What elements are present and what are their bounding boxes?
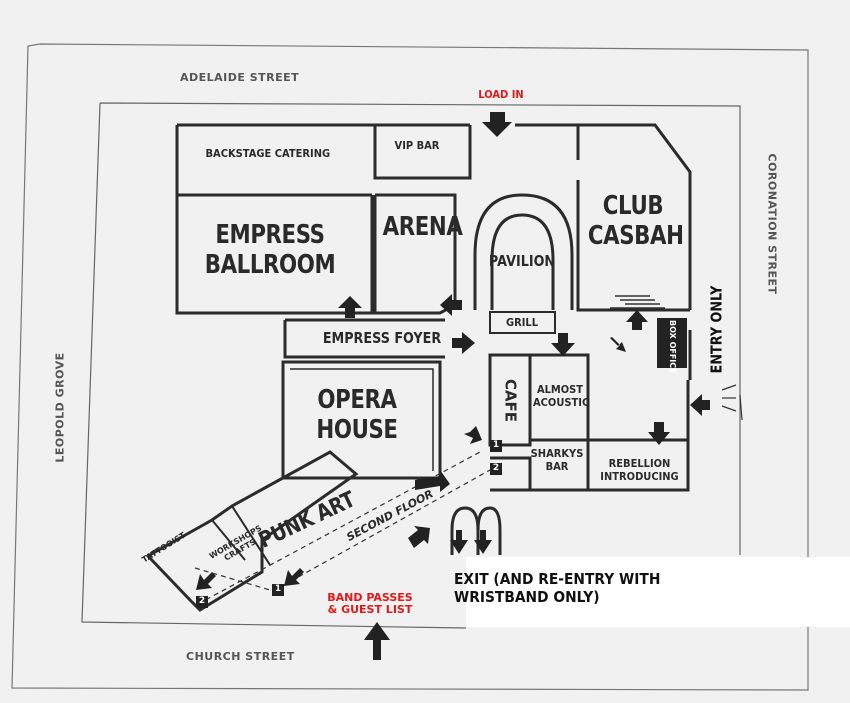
label-backstage-catering: BACKSTAGE CATERING — [205, 147, 331, 160]
arrow-rebellion — [648, 422, 670, 445]
label-empress-ballroom: EMPRESS BALLROOM — [204, 220, 336, 280]
label-opera-house: OPERA HOUSE — [304, 387, 411, 443]
label-grill: GRILL — [505, 316, 539, 329]
casbah-line-2: CASBAH — [587, 221, 684, 251]
acoustic-line-2: ACOUSTIC — [533, 396, 590, 409]
sharkys-line-1: SHARKYS — [530, 447, 584, 460]
arrow-arena — [440, 294, 462, 316]
box-office-block — [657, 318, 687, 368]
entry-marker — [721, 384, 743, 421]
street-boundary — [11, 43, 809, 691]
label-exit: EXIT (AND RE-ENTRY WITH WRISTBAND ONLY) — [454, 570, 661, 606]
rebellion-line-1: REBELLION — [608, 457, 671, 470]
arrow-stair — [284, 568, 304, 586]
label-sharkys-bar: SHARKYS BAR — [528, 448, 586, 472]
opera-line-2: HOUSE — [316, 415, 398, 445]
site-outline — [81, 102, 741, 629]
floor-marker-4: 2 — [198, 596, 206, 606]
arrow-load-in — [482, 112, 512, 137]
label-club-casbah: CLUB CASBAH — [587, 191, 684, 251]
arrow-cafe-in — [551, 333, 575, 356]
arrow-casbah — [626, 310, 648, 330]
arrow-ballroom — [338, 296, 362, 318]
exit-label-panel — [466, 557, 850, 627]
street-church: CHURCH STREET — [186, 650, 295, 663]
street-leopold: LEOPOLD GROVE — [53, 352, 67, 463]
arrow-sharkys — [464, 426, 482, 444]
floor-marker-3: 1 — [274, 584, 282, 594]
label-cafe: CAFE — [501, 378, 520, 423]
floor-marker-2: 2 — [492, 463, 500, 473]
arrow-entry — [690, 394, 710, 416]
label-band-passes: BAND PASSES & GUEST LIST — [320, 592, 420, 615]
acoustic-line-1: ALMOST — [536, 383, 584, 396]
label-pavilion: PAVILION — [488, 252, 556, 270]
flow-arrows — [196, 112, 710, 660]
casbah-line-1: CLUB — [602, 191, 664, 221]
label-rebellion-introducing: REBELLION INTRODUCING — [597, 458, 683, 482]
floor-markers — [196, 440, 502, 608]
street-coronation: CORONATION STREET — [765, 153, 779, 295]
arrow-exit-right — [474, 530, 492, 554]
arrow-band-entry — [364, 622, 390, 660]
arrow-punk — [408, 526, 430, 548]
rebellion-line-2: INTRODUCING — [600, 470, 679, 483]
casbah-stairs — [610, 295, 665, 309]
label-almost-acoustic: ALMOST ACOUSTIC — [533, 383, 590, 409]
opera-line-1: OPERA — [317, 385, 397, 415]
label-vip-bar: VIP BAR — [394, 139, 440, 152]
empress-line-2: BALLROOM — [204, 250, 336, 280]
arrow-exit-1 — [415, 470, 450, 492]
street-adelaide: ADELAIDE STREET — [180, 71, 300, 84]
band-line-2: & GUEST LIST — [327, 603, 413, 616]
label-arena: ARENA — [382, 212, 463, 242]
arrow-exit-left — [450, 530, 468, 554]
arrow-box-office — [610, 337, 626, 352]
floor-marker-1: 1 — [492, 440, 500, 450]
label-load-in: LOAD IN — [478, 88, 524, 101]
arrow-tattoo — [196, 572, 216, 590]
label-empress-foyer: EMPRESS FOYER — [322, 329, 442, 347]
sharkys-line-2: BAR — [545, 460, 569, 473]
label-box-office: BOX OFFICE — [668, 320, 677, 374]
empress-line-1: EMPRESS — [215, 220, 325, 250]
second-floor-path — [194, 451, 491, 605]
arrow-foyer — [452, 332, 475, 354]
band-line-1: BAND PASSES — [327, 591, 413, 604]
label-entry-only: ENTRY ONLY — [707, 285, 726, 374]
